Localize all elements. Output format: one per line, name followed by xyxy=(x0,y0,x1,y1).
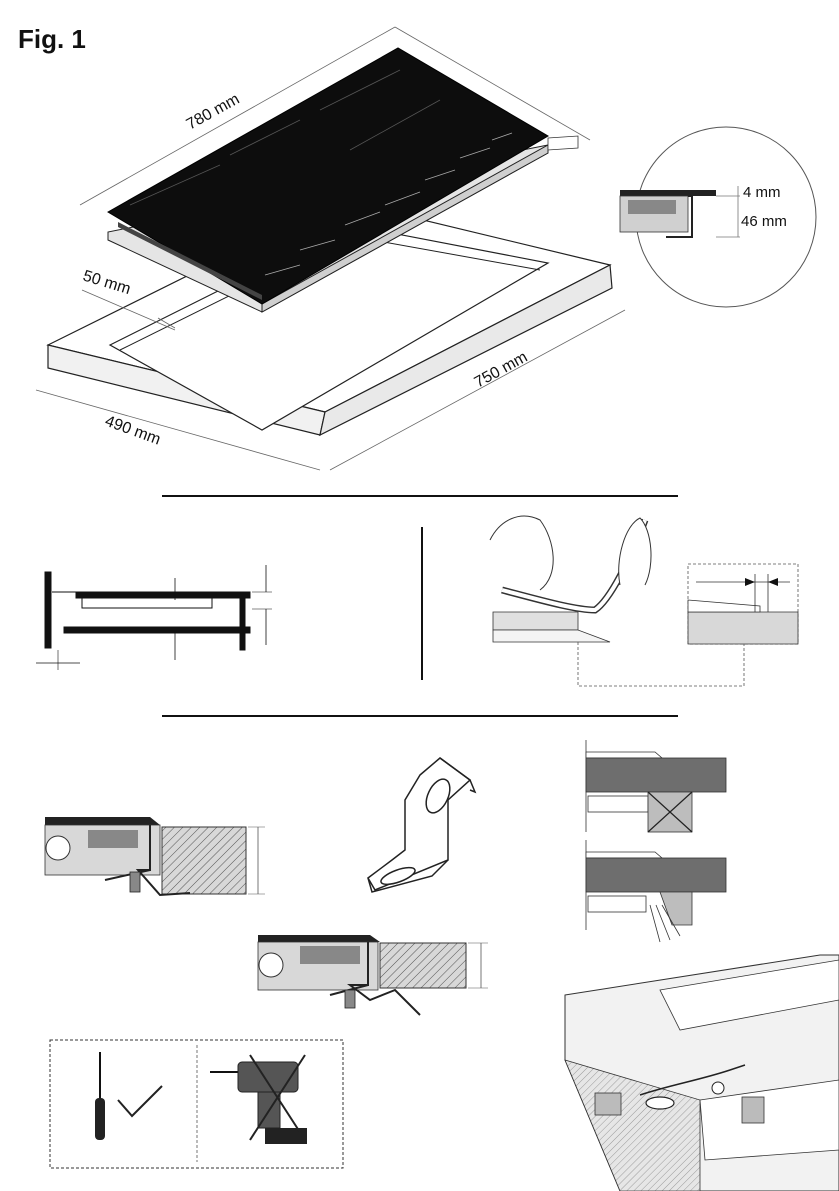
clamp-section-1 xyxy=(45,817,265,895)
clamp-section-2 xyxy=(258,935,488,1015)
dim-hob-edge: 50 mm xyxy=(81,268,133,299)
dim-hob-width: 780 mm xyxy=(184,91,243,134)
side-section-view xyxy=(36,565,272,670)
clearance-wrong xyxy=(586,740,726,832)
tools-panel xyxy=(50,1040,343,1168)
sealing-tape-application xyxy=(490,516,798,686)
installation-perspective xyxy=(565,955,839,1191)
dim-cutout-width: 750 mm xyxy=(472,349,531,392)
dim-cutout-depth: 490 mm xyxy=(103,413,163,449)
clearance-correct xyxy=(586,840,726,942)
dim-glass-thickness: 4 mm xyxy=(743,184,781,201)
hob-connector xyxy=(548,136,578,150)
mounting-bracket xyxy=(368,758,475,892)
dim-hob-height: 46 mm xyxy=(741,213,787,230)
